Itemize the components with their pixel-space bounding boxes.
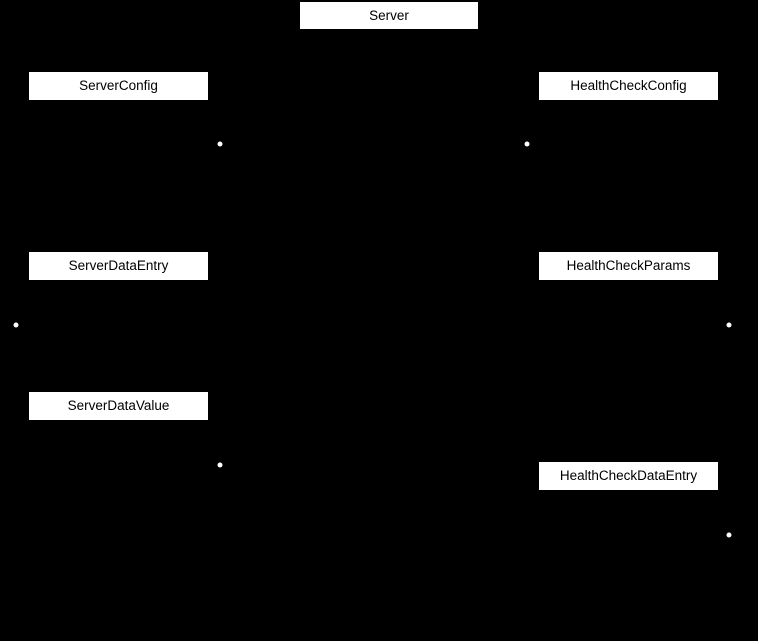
node-server[interactable]: Server bbox=[300, 2, 478, 29]
connector-dot bbox=[726, 322, 732, 328]
connector-dot bbox=[13, 322, 19, 328]
node-health-check-params[interactable]: HealthCheckParams bbox=[539, 252, 718, 280]
node-server-config[interactable]: ServerConfig bbox=[29, 72, 208, 100]
node-health-check-config[interactable]: HealthCheckConfig bbox=[539, 72, 718, 100]
connector-dot bbox=[726, 532, 732, 538]
connector-dot bbox=[217, 141, 223, 147]
connector-dot bbox=[524, 141, 530, 147]
node-server-data-value[interactable]: ServerDataValue bbox=[29, 392, 208, 420]
connector-dot bbox=[217, 462, 223, 468]
node-server-data-entry[interactable]: ServerDataEntry bbox=[29, 252, 208, 280]
node-health-check-data-entry[interactable]: HealthCheckDataEntry bbox=[539, 462, 718, 490]
